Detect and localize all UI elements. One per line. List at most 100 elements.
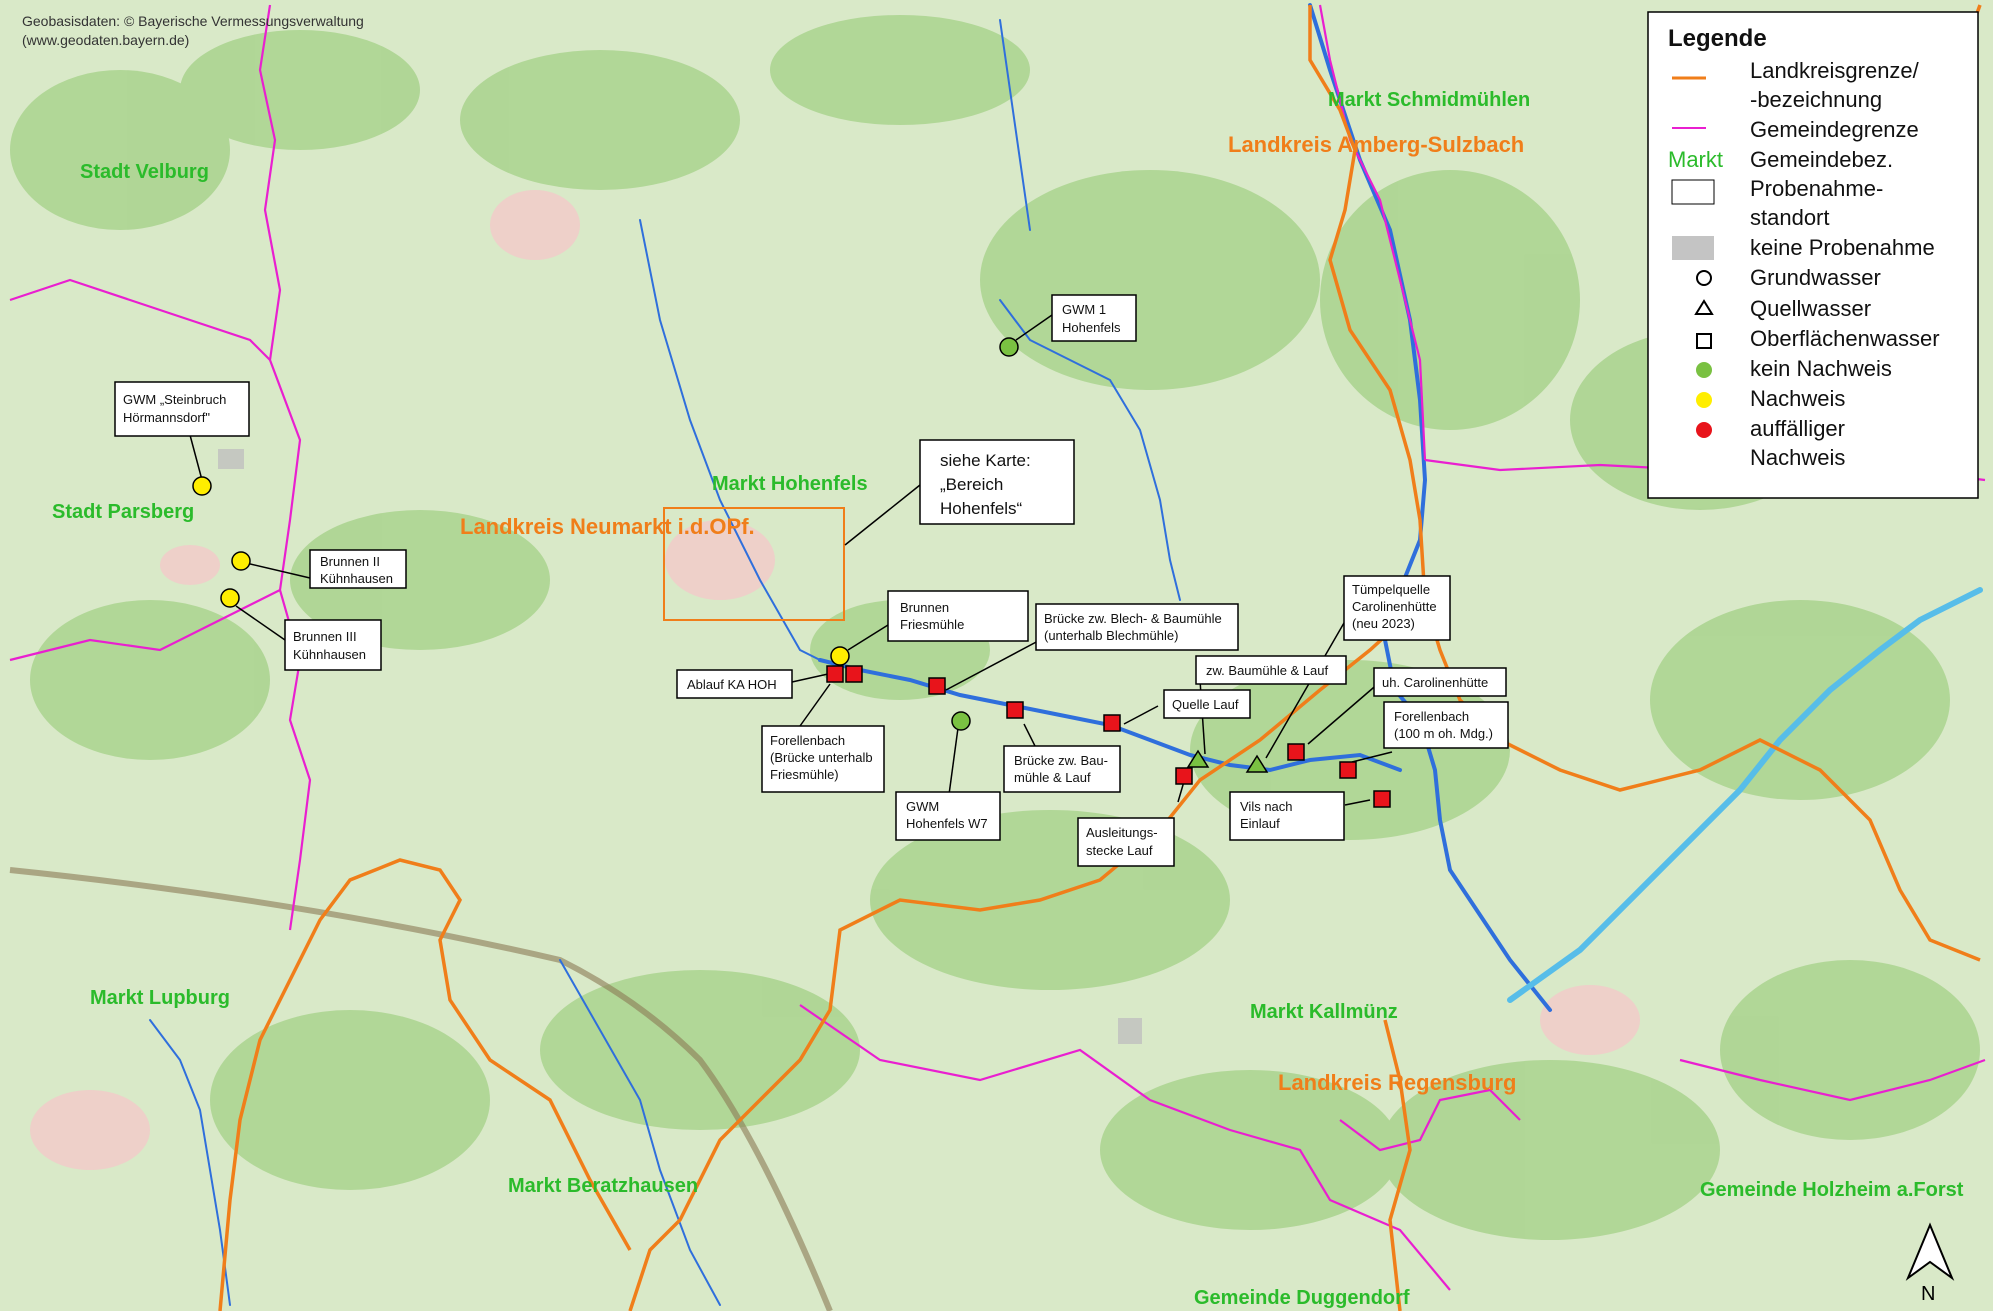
callout-brunnen-2: Brunnen II Kühnhausen — [309, 549, 407, 589]
marker-vils-einlauf[interactable] — [1373, 790, 1391, 808]
marker-brunnen-friesmuehle[interactable] — [830, 646, 850, 666]
legend-sym-no-sampling — [1672, 236, 1714, 260]
svg-text:Carolinenhütte: Carolinenhütte — [1352, 599, 1437, 614]
north-arrow: N — [1905, 1222, 1955, 1305]
svg-text:„Bereich: „Bereich — [940, 475, 1003, 494]
callout-ablauf-ka: Ablauf KA HOH — [676, 669, 793, 699]
svg-text:stecke Lauf: stecke Lauf — [1086, 843, 1153, 858]
geodata-credit-line2: (www.geodaten.bayern.de) — [22, 32, 189, 48]
callout-tuempelquelle: Tümpelquelle Carolinenhütte (neu 2023) — [1343, 575, 1451, 641]
marker-zw-baumuehle[interactable] — [1103, 714, 1121, 732]
legend-sym-groundwater — [1696, 270, 1712, 286]
marker-tuempelquelle[interactable] — [1245, 754, 1269, 773]
svg-text:Brunnen III: Brunnen III — [293, 629, 357, 644]
autobahn — [9, 867, 833, 1311]
legend-sym-detection — [1696, 392, 1712, 408]
marker-bruecke-bau[interactable] — [1006, 701, 1024, 719]
svg-text:keine Probenahme: keine Probenahme — [1750, 235, 1935, 260]
svg-text:Gemeindegrenze: Gemeindegrenze — [1750, 117, 1919, 142]
marker-brunnen-3[interactable] — [220, 588, 240, 608]
river-forellenbach — [818, 658, 1402, 773]
svg-text:Probenahme-: Probenahme- — [1750, 176, 1883, 201]
marker-ausleitung[interactable] — [1175, 767, 1193, 785]
marker-quelle-lauf[interactable] — [1186, 749, 1210, 768]
legend-sym-surface — [1696, 333, 1712, 349]
callout-ausleitung: Ausleitungs- stecke Lauf — [1077, 817, 1175, 867]
callout-bruecke-bau: Brücke zw. Bau- mühle & Lauf — [1003, 745, 1121, 793]
callout-brunnen-3: Brunnen III Kühnhausen — [284, 619, 382, 671]
svg-text:Ablauf KA HOH: Ablauf KA HOH — [687, 677, 777, 692]
settlements — [30, 190, 1640, 1170]
marker-bruecke-blech[interactable] — [928, 677, 946, 695]
svg-text:GWM „Steinbruch: GWM „Steinbruch — [123, 392, 226, 407]
callout-gwm-1: GWM 1 Hohenfels — [1051, 294, 1137, 342]
marker-gwm-1[interactable] — [999, 337, 1019, 357]
stream-gwm1 — [999, 299, 1181, 601]
svg-text:Oberflächenwasser: Oberflächenwasser — [1750, 326, 1940, 351]
svg-text:Quellwasser: Quellwasser — [1750, 296, 1871, 321]
svg-text:Kühnhausen: Kühnhausen — [320, 571, 393, 586]
place-hohenfels: Markt Hohenfels — [712, 473, 868, 495]
place-duggendorf: Gemeinde Duggendorf — [1194, 1287, 1410, 1309]
svg-text:Kühnhausen: Kühnhausen — [293, 647, 366, 662]
place-kallmuenz: Markt Kallmünz — [1250, 1001, 1398, 1023]
svg-text:mühle & Lauf: mühle & Lauf — [1014, 770, 1091, 785]
place-holzheim: Gemeinde Holzheim a.Forst — [1700, 1179, 1964, 1201]
svg-text:Brunnen: Brunnen — [900, 600, 949, 615]
legend-sym-spring — [1694, 299, 1714, 315]
svg-text:Ausleitungs-: Ausleitungs- — [1086, 825, 1158, 840]
callout-gwm-steinbruch: GWM „Steinbruch Hörmannsdorf" — [114, 381, 250, 437]
svg-text:(unterhalb Blechmühle): (unterhalb Blechmühle) — [1044, 628, 1178, 643]
svg-text:Friesmühle): Friesmühle) — [770, 767, 839, 782]
svg-text:Brücke zw. Bau-: Brücke zw. Bau- — [1014, 753, 1108, 768]
svg-text:zw. Baumühle & Lauf: zw. Baumühle & Lauf — [1206, 663, 1329, 678]
marker-brunnen-2[interactable] — [231, 551, 251, 571]
legend-title: Legende — [1668, 25, 1767, 52]
svg-text:(neu 2023): (neu 2023) — [1352, 616, 1415, 631]
place-schmidmuehlen: Markt Schmidmühlen — [1328, 89, 1530, 111]
callout-forellenbach-bruecke: Forellenbach (Brücke unterhalb Friesmühl… — [761, 725, 885, 793]
callout-uh-carolinen: uh. Carolinenhütte — [1373, 667, 1507, 697]
stream-north — [999, 19, 1031, 231]
leader-lines — [189, 314, 1393, 806]
marker-forellenbach-100[interactable] — [1339, 761, 1357, 779]
marker-gwm-steinbruch[interactable] — [192, 476, 212, 496]
district-amberg: Landkreis Amberg-Sulzbach — [1228, 132, 1524, 157]
place-lupburg: Markt Lupburg — [90, 987, 230, 1009]
callout-zw-baumuehle: zw. Baumühle & Lauf — [1195, 655, 1347, 685]
svg-text:Forellenbach: Forellenbach — [1394, 709, 1469, 724]
svg-text:Forellenbach: Forellenbach — [770, 733, 845, 748]
marker-ablauf-ka[interactable] — [826, 665, 844, 683]
svg-text:auffälliger: auffälliger — [1750, 416, 1845, 441]
legend-sym-sample-site — [1671, 179, 1715, 205]
marker-forellenbach-bruecke[interactable] — [845, 665, 863, 683]
district-regensburg: Landkreis Regensburg — [1278, 1070, 1516, 1095]
stream-hohenfels — [639, 219, 821, 661]
svg-text:GWM: GWM — [906, 799, 939, 814]
svg-text:Grundwasser: Grundwasser — [1750, 265, 1881, 290]
legend: Legende Landkreisgrenze/ -bezeichnung Ge… — [1647, 11, 1979, 499]
hohenfels-detail-frame[interactable] — [663, 507, 845, 621]
callout-quelle-lauf: Quelle Lauf — [1163, 689, 1251, 719]
legend-sym-no-detection — [1696, 362, 1712, 378]
svg-text:Gemeindebez.: Gemeindebez. — [1750, 147, 1893, 172]
svg-text:Hohenfels W7: Hohenfels W7 — [906, 816, 988, 831]
geodata-credit-line1: Geobasisdaten: © Bayerische Vermessungsv… — [22, 13, 364, 29]
callout-brunnen-friesmuehle: Brunnen Friesmühle — [887, 590, 1029, 642]
no-sampling-areas — [218, 449, 1142, 1044]
svg-text:Brunnen II: Brunnen II — [320, 554, 380, 569]
marker-uh-carolinen[interactable] — [1287, 743, 1305, 761]
callout-siehe-karte: siehe Karte: „Bereich Hohenfels“ — [919, 439, 1075, 525]
sample-markers — [192, 337, 1391, 808]
place-velburg: Stadt Velburg — [80, 161, 209, 183]
callout-bruecke-blech: Brücke zw. Blech- & Baumühle (unterhalb … — [1035, 603, 1239, 651]
marker-gwm-w7[interactable] — [951, 711, 971, 731]
svg-text:Vils nach: Vils nach — [1240, 799, 1293, 814]
callout-forellenbach-100: Forellenbach (100 m oh. Mdg.) — [1383, 701, 1509, 749]
stream-lupburg — [149, 1019, 231, 1306]
place-parsberg: Stadt Parsberg — [52, 501, 194, 523]
svg-text:Quelle Lauf: Quelle Lauf — [1172, 697, 1239, 712]
svg-text:siehe Karte:: siehe Karte: — [940, 451, 1031, 470]
svg-text:Hohenfels: Hohenfels — [1062, 320, 1121, 335]
